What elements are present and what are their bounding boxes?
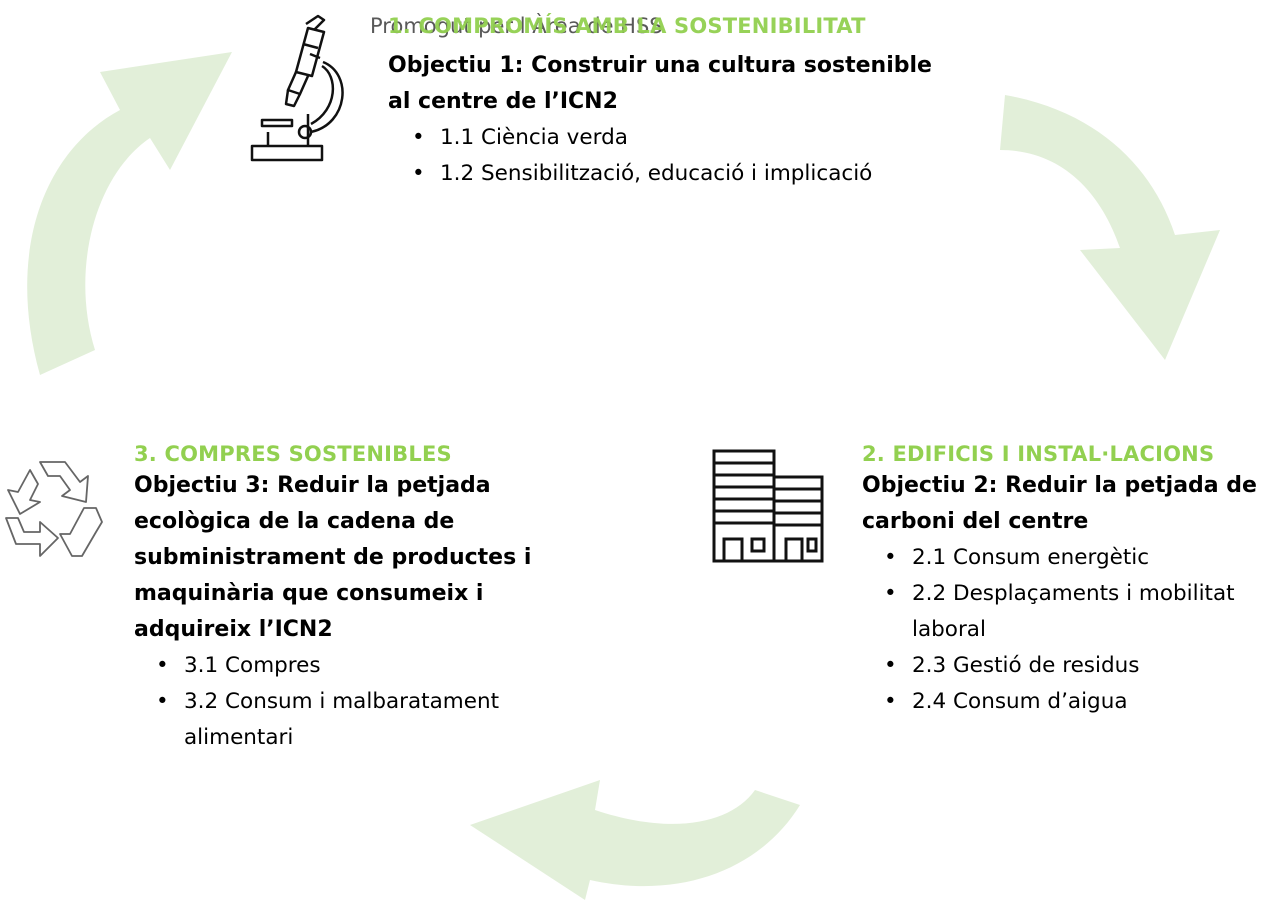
list-item: 2.3 Gestió de residus (870, 648, 1275, 684)
section-1-objective: Objectiu 1: Construir una cultura sosten… (388, 53, 932, 114)
building-icon (708, 447, 826, 565)
recycle-icon (0, 452, 105, 572)
list-item: 2.2 Desplaçaments i mobilitat laboral (870, 576, 1275, 648)
section-3: 3. COMPRES SOSTENIBLES Objectiu 3: Redui… (134, 442, 554, 756)
section-1-list: 1.1 Ciència verda 1.2 Sensibilització, e… (398, 120, 988, 192)
section-2: 2. EDIFICIS I INSTAL·LACIONS Objectiu 2:… (862, 442, 1277, 720)
microscope-icon (248, 14, 358, 164)
list-item: 2.4 Consum d’aigua (870, 684, 1275, 720)
list-item: 2.1 Consum energètic (870, 540, 1275, 576)
section-2-objective: Objectiu 2: Reduir la petjada de carboni… (862, 473, 1257, 534)
section-3-list: 3.1 Compres 3.2 Consum i malbaratament a… (142, 648, 542, 756)
promoted-by-text: Promogut per l’Àrea de HSS (370, 14, 663, 38)
section-1: 1. COMPROMÍS AMB LA SOSTENIBILITAT Objec… (388, 14, 988, 192)
section-3-heading: 3. COMPRES SOSTENIBLES (134, 442, 452, 466)
arrow-bottom (470, 780, 800, 900)
arrow-top-right (1000, 95, 1220, 360)
list-item: 1.1 Ciència verda (398, 120, 988, 156)
arrow-left (27, 52, 232, 375)
section-3-objective: Objectiu 3: Reduir la petjada ecològica … (134, 473, 532, 642)
section-1-heading: 1. COMPROMÍS AMB LA SOSTENIBILITAT (388, 14, 866, 38)
section-2-heading: 2. EDIFICIS I INSTAL·LACIONS (862, 442, 1215, 466)
list-item: 1.2 Sensibilització, educació i implicac… (398, 156, 988, 192)
section-2-list: 2.1 Consum energètic 2.2 Desplaçaments i… (870, 540, 1275, 720)
list-item: 3.2 Consum i malbaratament alimentari (142, 684, 542, 756)
list-item: 3.1 Compres (142, 648, 542, 684)
